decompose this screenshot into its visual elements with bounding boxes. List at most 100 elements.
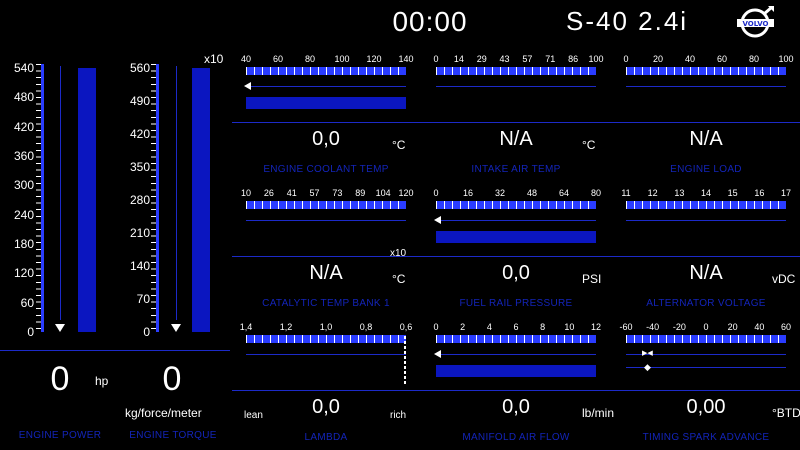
maf-unit: lb/min: [582, 406, 615, 420]
intake-tick-label: 29: [476, 54, 487, 64]
intake-tick-label: 43: [499, 54, 510, 64]
torque-multiplier: x10: [204, 52, 224, 66]
power-tick-label: 300: [13, 178, 34, 193]
alt-unit: vDC: [772, 272, 796, 286]
intake-unit: °C: [582, 138, 596, 152]
rail-value: 0,0: [502, 262, 530, 284]
coolant-unit: °C: [392, 138, 406, 152]
rail-label: FUEL RAIL PRESSURE: [459, 298, 573, 309]
lambda-tick-label: 1,2: [279, 322, 293, 332]
lambda-tick-label: 0,6: [399, 322, 413, 332]
timing-tick-label: 20: [727, 322, 738, 332]
power-needle-track: [60, 66, 61, 320]
alt-ruler: [626, 201, 786, 209]
coolant-pointer-icon: [244, 82, 251, 90]
maf-tick-label: 6: [513, 322, 519, 332]
timing-marker-2-icon: ◆: [644, 362, 651, 372]
power-tick-label: 360: [13, 149, 34, 163]
cat-value: N/A: [309, 262, 343, 284]
load-ruler: [626, 67, 786, 75]
lambda-tick-label: 1,0: [319, 322, 333, 332]
volvo-logo-icon: VOLVO: [736, 5, 776, 38]
maf-tick-label: 2: [460, 322, 466, 332]
torque-axis: [156, 64, 159, 332]
rail-tick-label: 16: [462, 188, 474, 198]
cat-tick-label: 104: [375, 188, 391, 198]
engine-power-label: ENGINE POWER: [18, 430, 102, 441]
coolant-tick-label: 80: [304, 54, 316, 64]
cat-tick-label: 26: [263, 188, 274, 198]
torque-tick-label: 280: [129, 193, 150, 207]
alt-needle-track: [626, 220, 786, 221]
coolant-tick-label: 140: [398, 54, 414, 64]
rail-tick-label: 64: [558, 188, 570, 198]
lambda-value: 0,0: [312, 396, 340, 418]
intake-tick-label: 14: [453, 54, 464, 64]
torque-tick-label: 350: [129, 160, 150, 174]
torque-tick-label: 140: [129, 259, 150, 273]
coolant-ruler: [246, 67, 406, 75]
power-tick-label: 120: [13, 266, 34, 281]
power-tick-label: 540: [13, 61, 34, 75]
intake-tick-label: 100: [588, 54, 604, 64]
power-axis: [41, 64, 44, 332]
lambda-tick-label: 1,4: [239, 322, 253, 332]
engine-torque-label: ENGINE TORQUE: [129, 430, 217, 441]
timing-unit: °BTDC: [772, 406, 800, 420]
coolant-tick-label: 60: [272, 54, 284, 64]
engine-power-unit: hp: [95, 374, 109, 388]
rail-bar: [436, 231, 596, 243]
power-tick-label: 180: [13, 237, 34, 251]
left-separator: [0, 350, 230, 351]
torque-tick-label: 0: [143, 325, 150, 339]
cat-tick-label: 57: [309, 188, 320, 198]
maf-tick-label: 10: [564, 322, 575, 332]
load-needle-track: [626, 86, 786, 87]
power-bar: [78, 68, 96, 332]
timing-ruler: [626, 335, 786, 343]
load-tick-label: 40: [684, 54, 696, 64]
intake-ruler: [436, 67, 596, 75]
torque-needle-track: [176, 66, 177, 320]
alt-tick-label: 15: [727, 188, 738, 198]
alt-tick-label: 13: [674, 188, 685, 198]
intake-tick-label: 0: [433, 54, 439, 64]
load-tick-label: 0: [623, 54, 629, 64]
cat-label: CATALYTIC TEMP BANK 1: [262, 298, 390, 309]
load-label: ENGINE LOAD: [670, 164, 742, 175]
torque-pointer-icon: [171, 324, 181, 332]
maf-pointer-icon: [434, 350, 441, 358]
power-tick-label: 480: [13, 90, 34, 105]
alt-tick-label: 17: [780, 188, 792, 198]
rail-pointer-icon: [434, 216, 441, 224]
alt-tick-label: 16: [754, 188, 765, 198]
rail-ruler: [436, 201, 596, 209]
clock: 00:00: [392, 6, 468, 37]
lambda-label: LAMBDA: [304, 432, 348, 443]
torque-tick-label: 560: [129, 61, 150, 75]
timing-tick-label: 40: [754, 322, 765, 332]
torque-bar: [192, 68, 210, 332]
power-ruler: [36, 64, 42, 332]
intake-tick-label: 71: [545, 54, 556, 64]
row-separator-3: [232, 390, 800, 391]
power-tick-label: 0: [27, 325, 34, 339]
rail-unit: PSI: [582, 272, 602, 286]
coolant-needle-track: [246, 86, 406, 87]
maf-tick-label: 4: [486, 322, 492, 332]
timing-tick-label: -40: [646, 322, 660, 332]
car-model-title: S-40 2.4i: [566, 6, 689, 36]
coolant-label: ENGINE COOLANT TEMP: [263, 164, 389, 175]
power-tick-label: 240: [13, 207, 34, 222]
maf-needle-track: [436, 354, 596, 355]
intake-tick-label: 57: [522, 54, 533, 64]
lambda-ruler: [246, 335, 406, 343]
engine-torque-unit: kg/force/meter: [125, 406, 202, 420]
load-tick-label: 80: [748, 54, 760, 64]
torque-tick-label: 70: [136, 292, 150, 306]
engine-power-value: 0: [50, 360, 70, 398]
cat-tick-label: 41: [286, 188, 297, 198]
alt-tick-label: 12: [647, 188, 658, 198]
load-tick-label: 100: [778, 54, 794, 64]
coolant-tick-label: 40: [240, 54, 252, 64]
